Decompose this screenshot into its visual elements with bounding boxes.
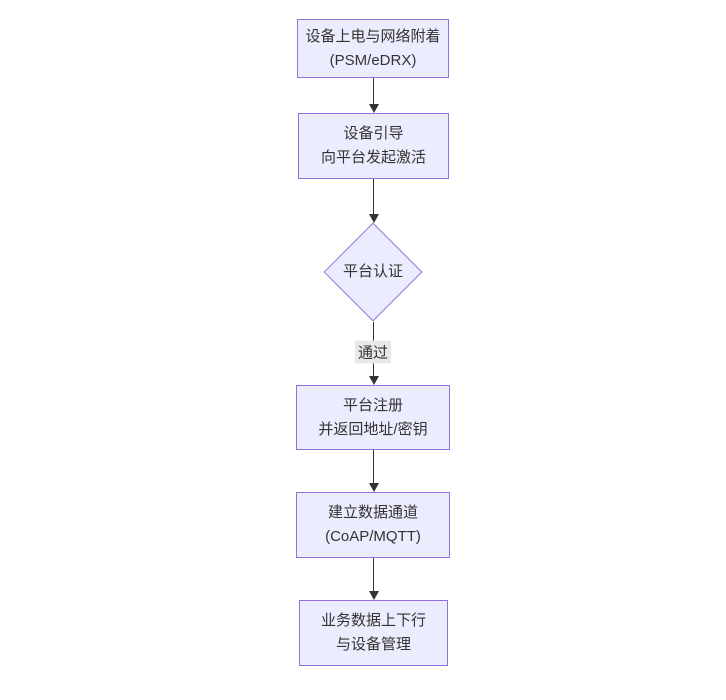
node-data-channel-line1: 建立数据通道 [327, 504, 418, 521]
node-register-line2: 并返回地址/密钥 [318, 420, 428, 438]
node-register: 平台注册 并返回地址/密钥 [296, 385, 450, 450]
node-business-data: 业务数据上下行 与设备管理 [299, 600, 448, 666]
arrow-line [373, 558, 374, 591]
node-business-data-line1: 业务数据上下行 [320, 612, 426, 629]
node-register-line1: 平台注册 [342, 396, 403, 414]
arrowhead-icon [368, 214, 379, 223]
arrowhead-icon [368, 483, 379, 492]
arrowhead-icon [368, 104, 379, 113]
node-power-attach: 设备上电与网络附着 (PSM/eDRX) [297, 19, 449, 78]
node-bootstrap: 设备引导 向平台发起激活 [298, 113, 449, 179]
arrow-bootstrap-to-auth [368, 179, 379, 223]
arrow-line [373, 179, 374, 214]
arrowhead-icon [368, 376, 379, 385]
node-data-channel-line2: (CoAP/MQTT) [325, 528, 421, 545]
node-bootstrap-line2: 向平台发起激活 [320, 149, 426, 166]
arrow-register-to-channel [368, 450, 379, 492]
node-bootstrap-line1: 设备引导 [343, 125, 404, 142]
decision-platform-auth-label: 平台认证 [342, 263, 403, 280]
arrow-power-to-bootstrap [368, 78, 379, 113]
node-data-channel: 建立数据通道 (CoAP/MQTT) [296, 492, 450, 558]
edge-label-pass: 通过 [354, 340, 392, 364]
node-power-attach-line2: (PSM/eDRX) [329, 51, 417, 69]
arrowhead-icon [368, 591, 379, 600]
node-business-data-line2: 与设备管理 [335, 636, 411, 653]
arrow-channel-to-business [368, 558, 379, 600]
arrow-line [373, 78, 374, 104]
node-power-attach-line1: 设备上电与网络附着 [305, 27, 441, 45]
arrow-line [373, 450, 374, 483]
